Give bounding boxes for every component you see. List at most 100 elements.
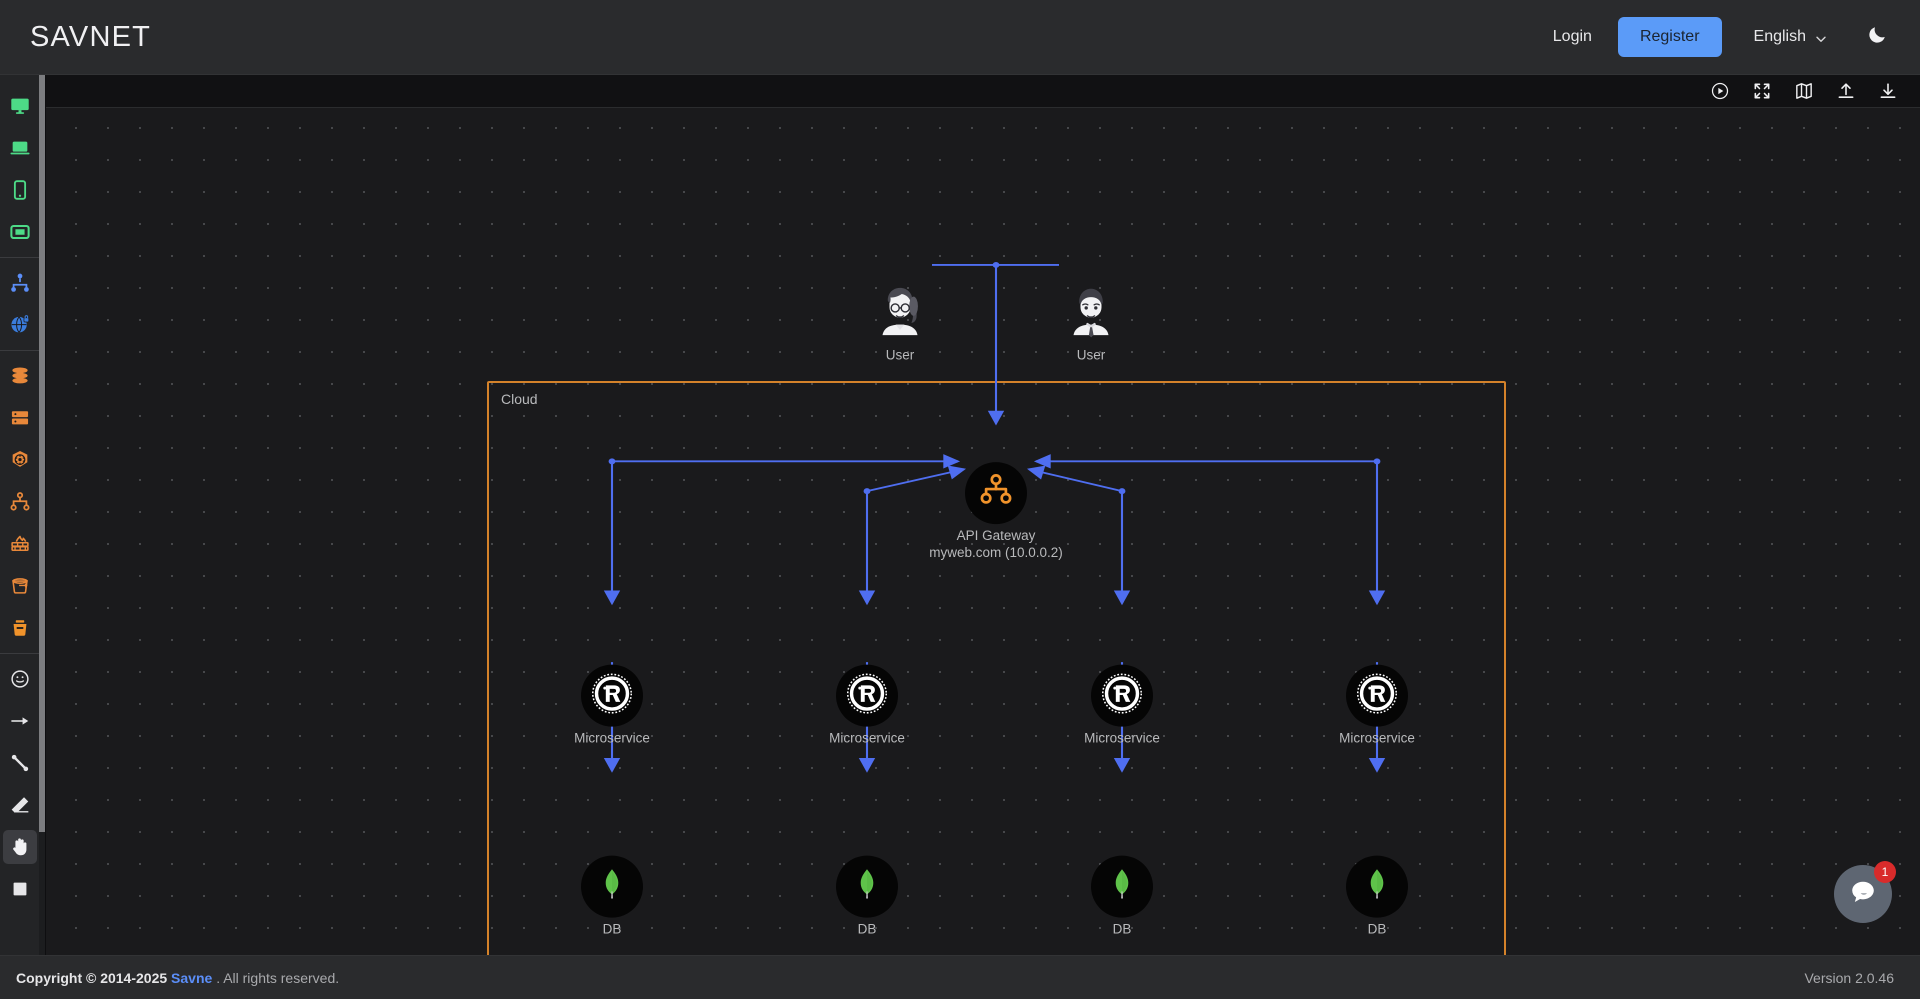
node-shape — [1060, 282, 1122, 344]
chat-unread-badge: 1 — [1874, 861, 1896, 883]
node-label: Microservice — [574, 730, 650, 746]
canvas-toolbar — [46, 75, 1920, 108]
sitemap-icon — [9, 491, 31, 513]
sidebar-item-eraser[interactable] — [3, 788, 37, 822]
sidebar-item-server-rack[interactable] — [3, 401, 37, 435]
sidebar-item-globe-secure[interactable] — [3, 308, 37, 342]
node-label: User — [885, 347, 915, 363]
database-stack-icon — [9, 365, 31, 387]
body-row: Cloud — [0, 75, 1920, 955]
sidebar-item-network-node[interactable] — [3, 266, 37, 300]
server-rack-icon — [9, 407, 31, 429]
node-shape — [581, 855, 643, 918]
canvas-area: Cloud — [46, 75, 1920, 955]
api-gateway-icon — [977, 472, 1015, 515]
sidebar-item-tablet[interactable] — [3, 215, 37, 249]
rust-logo-icon — [590, 671, 634, 720]
node-sublabel: myweb.com (10.0.0.2) — [929, 544, 1063, 560]
tool-sidebar — [0, 75, 46, 955]
sidebar-separator — [0, 350, 39, 351]
sidebar-item-arrow[interactable] — [3, 704, 37, 738]
smiley-icon — [9, 668, 31, 690]
language-selector[interactable]: English — [1738, 20, 1842, 54]
mongodb-leaf-icon — [594, 866, 630, 907]
fullscreen-icon[interactable] — [1752, 81, 1772, 101]
sidebar-group-devices — [0, 85, 39, 253]
node-user-2[interactable]: User — [1001, 282, 1181, 365]
sidebar-item-laptop[interactable] — [3, 131, 37, 165]
version-label: Version 2.0.46 — [1804, 969, 1894, 986]
bucket-icon — [9, 575, 31, 597]
node-user-1[interactable]: User — [810, 282, 990, 365]
node-db-1[interactable]: DB — [522, 855, 702, 939]
sidebar-group-infrastructure — [0, 355, 39, 649]
map-icon[interactable] — [1794, 81, 1814, 101]
node-db-3[interactable]: DB — [1032, 855, 1212, 939]
sidebar-scrollbar-thumb[interactable] — [39, 75, 45, 832]
node-label: DB — [1112, 921, 1132, 937]
sidebar-item-storage-bin[interactable] — [3, 611, 37, 645]
register-button[interactable]: Register — [1617, 17, 1722, 57]
rust-logo-icon — [1100, 671, 1144, 720]
sidebar-item-bucket[interactable] — [3, 569, 37, 603]
sidebar-scroll-content — [0, 75, 39, 955]
square-tool-icon — [9, 878, 31, 900]
node-db-2[interactable]: DB — [777, 855, 957, 939]
mobile-icon — [9, 179, 31, 201]
laptop-icon — [9, 137, 31, 159]
sidebar-item-sitemap[interactable] — [3, 485, 37, 519]
mongodb-leaf-icon — [849, 866, 885, 907]
line-tool-icon — [9, 752, 31, 774]
sidebar-item-mobile[interactable] — [3, 173, 37, 207]
sidebar-item-firewall[interactable] — [3, 527, 37, 561]
sidebar-item-desktop[interactable] — [3, 89, 37, 123]
node-microservice-3[interactable]: Microservice — [1032, 664, 1212, 748]
node-shape — [1346, 855, 1408, 918]
play-circle-icon[interactable] — [1710, 81, 1730, 101]
node-label: Microservice — [1084, 730, 1160, 746]
sidebar-item-kubernetes[interactable] — [3, 443, 37, 477]
group-cloud-label: Cloud — [501, 391, 538, 407]
node-microservice-2[interactable]: Microservice — [777, 664, 957, 748]
sidebar-item-line[interactable] — [3, 746, 37, 780]
mongodb-leaf-icon — [1104, 866, 1140, 907]
node-db-4[interactable]: DB — [1287, 855, 1467, 939]
app-footer: Copyright © 2014-2025 Savne . All rights… — [0, 955, 1920, 999]
node-label: API Gateway — [956, 528, 1036, 544]
sidebar-item-database[interactable] — [3, 359, 37, 393]
theme-toggle-button[interactable] — [1860, 20, 1894, 54]
tablet-icon — [9, 221, 31, 243]
globe-secure-icon — [9, 314, 31, 336]
language-label: English — [1753, 28, 1806, 45]
node-api-gateway[interactable]: API Gateway myweb.com (10.0.0.2) — [906, 462, 1086, 560]
chat-widget-button[interactable]: 1 — [1834, 861, 1896, 923]
sidebar-group-network — [0, 262, 39, 346]
brand-logo[interactable]: SAVNET — [30, 20, 152, 53]
company-link[interactable]: Savne — [171, 969, 213, 986]
sidebar-scrollbar-track[interactable] — [39, 75, 45, 955]
sidebar-separator — [0, 653, 39, 654]
node-shape — [1091, 855, 1153, 918]
node-microservice-4[interactable]: Microservice — [1287, 664, 1467, 748]
login-link[interactable]: Login — [1552, 28, 1592, 45]
copyright-suffix: . All rights reserved. — [216, 969, 340, 986]
diagram-edges — [603, 261, 1386, 773]
desktop-icon — [9, 95, 31, 117]
sidebar-item-hand[interactable] — [2, 830, 37, 864]
copyright-prefix: Copyright © 2014-2025 — [16, 969, 168, 986]
rust-logo-icon — [845, 671, 889, 720]
user-male-avatar-icon — [1063, 282, 1119, 343]
node-shape — [836, 664, 898, 727]
node-microservice-1[interactable]: Microservice — [522, 664, 702, 748]
sidebar-item-smiley[interactable] — [3, 662, 37, 696]
hand-tool-icon — [9, 836, 31, 858]
download-icon[interactable] — [1878, 81, 1898, 101]
sidebar-item-square[interactable] — [3, 872, 37, 906]
storage-bin-icon — [9, 617, 31, 639]
upload-icon[interactable] — [1836, 81, 1856, 101]
firewall-icon — [9, 533, 31, 555]
node-label: DB — [602, 921, 622, 937]
diagram-canvas[interactable]: Cloud — [46, 108, 1920, 955]
sidebar-separator — [0, 257, 39, 258]
